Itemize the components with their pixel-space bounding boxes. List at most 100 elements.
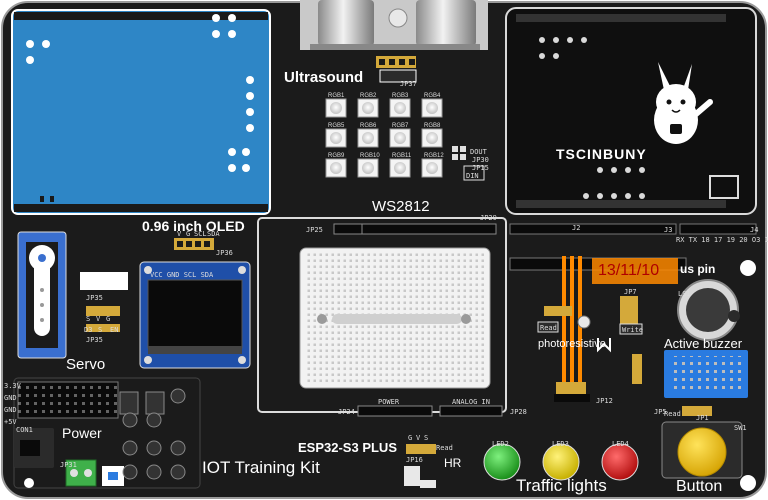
ws2812-led-lens <box>426 162 438 174</box>
ws2812-led-lens <box>330 162 342 174</box>
power-label: Power <box>62 425 102 441</box>
led-green <box>483 443 521 481</box>
ws2812-led-label: RGB7 <box>392 123 409 129</box>
ws2812-led-lens <box>362 132 374 144</box>
header-jp31: JP31 <box>60 461 77 469</box>
ws2812-led-label: RGB9 <box>328 153 345 159</box>
photoresistive-label: photoresistive <box>538 338 606 350</box>
power-module[interactable] <box>13 377 201 489</box>
ws2812-led-lens <box>394 162 406 174</box>
header-jp25: JP25 <box>306 226 323 234</box>
oled-pin-scl: SCL <box>194 230 207 238</box>
oled-pin-g: G <box>186 230 191 238</box>
pin-callout-text: 13/11/10 <box>598 262 660 279</box>
header-jp15: JP15 <box>472 164 489 172</box>
arduino-shield-blue[interactable] <box>11 9 271 215</box>
power-switch[interactable] <box>102 466 124 486</box>
header-sw1: SW1 <box>734 424 747 432</box>
ws2812-led-lens <box>330 102 342 114</box>
header-con1: CON1 <box>16 426 33 434</box>
ws2812-led-lens <box>426 102 438 114</box>
traffic-light-header[interactable] <box>554 382 590 402</box>
servo-motor[interactable] <box>17 231 128 359</box>
breadboard-analog-label: ANALOG IN <box>452 398 490 406</box>
header-jp7: JP7 <box>624 288 637 296</box>
dht-sensor-module[interactable] <box>632 350 748 398</box>
arduino-shield-black[interactable] <box>505 7 757 215</box>
bus-pin-label: us pin <box>680 262 716 276</box>
led-red <box>601 443 639 481</box>
ws2812-led-lens <box>394 102 406 114</box>
ws2812-led-label: RGB4 <box>424 93 441 99</box>
traffic-led3-label: LED3 <box>552 440 569 448</box>
ws2812-led-lens <box>330 132 342 144</box>
oled-label: 0.96 inch OLED <box>142 218 245 234</box>
header-dout: DOUT <box>470 148 487 156</box>
pin-callout-box <box>592 258 678 284</box>
usb-port-icon <box>14 428 54 468</box>
header-j3: J3 <box>664 226 673 234</box>
breadboard-icon <box>299 247 491 389</box>
hr-sensor[interactable] <box>404 444 436 488</box>
ws2812-led-label: RGB11 <box>392 153 412 159</box>
header-jp35: JP35 <box>86 336 103 344</box>
rabbit-mascot-icon <box>654 62 713 144</box>
power-terminal[interactable] <box>65 459 97 487</box>
servo-pin-en: EN <box>110 326 119 334</box>
button-read-label: Read <box>664 410 681 418</box>
hr-pin-s: S <box>424 434 429 442</box>
header-jp28: JP28 <box>510 408 527 416</box>
header-jp1: JP1 <box>696 414 709 422</box>
header-jp37: JP37 <box>400 80 417 88</box>
ultrasonic-sensor[interactable] <box>300 0 488 83</box>
traffic-light-leds[interactable] <box>483 443 639 481</box>
ws2812-led-label: RGB8 <box>424 123 441 129</box>
header-jp35-top: JP35 <box>86 294 103 302</box>
servo-pin-v: V <box>96 315 101 323</box>
servo-pin-g: G <box>106 315 111 323</box>
oled-display-module[interactable] <box>139 238 251 369</box>
breadboard-power-label: POWER <box>378 398 400 406</box>
header-jp12: JP12 <box>596 397 613 405</box>
ws2812-led-label: RGB6 <box>360 123 377 129</box>
ws2812-led-lens <box>394 132 406 144</box>
ws2812-led-label: RGB3 <box>392 93 409 99</box>
ws2812-led-label: RGB12 <box>424 153 444 159</box>
active-buzzer-module[interactable] <box>619 279 740 341</box>
oled-pin-v: V <box>177 230 182 238</box>
ws2812-led-lens <box>426 132 438 144</box>
header-ls1: LS1 <box>678 290 691 298</box>
traffic-led2-label: LED2 <box>492 440 509 448</box>
hr-read-label: Read <box>436 444 453 452</box>
photoresistor-module[interactable] <box>537 306 591 333</box>
photo-read-label: Read <box>540 324 557 332</box>
header-j2: J2 <box>572 224 581 232</box>
ws2812-label: WS2812 <box>372 198 430 215</box>
push-button-cap[interactable] <box>677 427 727 477</box>
ws2812-led-label: RGB1 <box>328 93 345 99</box>
traffic-led4-label: LED4 <box>612 440 629 448</box>
servo-label: Servo <box>66 356 106 373</box>
j4-pin-row: RX TX 18 17 19 20 O3 14 <box>676 236 768 244</box>
ws2812-led-lens <box>362 162 374 174</box>
rail-gnd-2: GND <box>4 406 17 414</box>
hr-pin-v: V <box>416 434 421 442</box>
oled-pin-strip: VCC GND SCL SDA <box>150 271 214 279</box>
ws2812-led-label: RGB5 <box>328 123 345 129</box>
oled-pin-sda: SDA <box>207 230 220 238</box>
buzzer-write-label: Write <box>622 326 644 334</box>
header-jp29: JP29 <box>480 214 497 222</box>
push-button-module[interactable] <box>661 406 743 479</box>
header-jp36: JP36 <box>216 249 233 257</box>
hr-label: HR <box>444 456 462 470</box>
brand-logo-text: TSCINBUNY <box>556 146 647 162</box>
header-jp24: JP24 <box>338 408 355 416</box>
header-jp16: JP16 <box>406 456 423 464</box>
ultrasonic-transducer-icon <box>388 8 408 28</box>
rail-gnd-1: GND <box>4 394 17 402</box>
kit-name: IOT Training Kit <box>202 458 320 477</box>
wifi-antenna-icon <box>597 338 611 353</box>
breadboard-area[interactable] <box>257 217 507 417</box>
